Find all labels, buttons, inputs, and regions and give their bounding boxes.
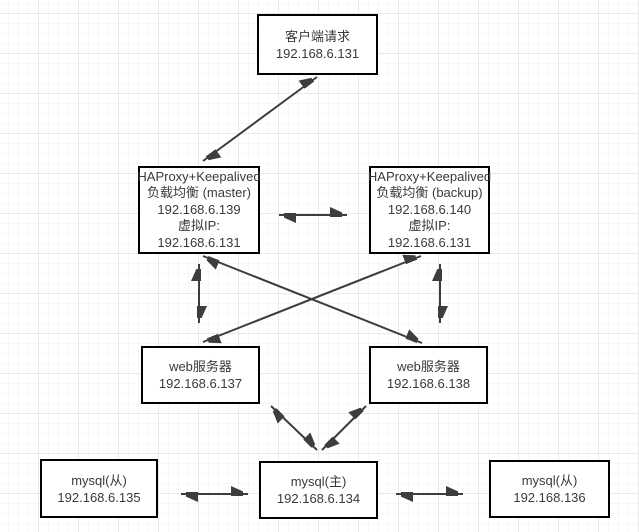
node-haproxy-backup-title: HAProxy+Keepalived (367, 168, 492, 184)
edge-haproxy-backup-web-server-1 (202, 256, 422, 342)
node-web-server-1-ip: 192.168.6.137 (158, 376, 243, 391)
edge-web-server-1-mysql-master (271, 405, 317, 451)
node-mysql-master: mysql(主) 192.168.6.134 (259, 461, 378, 519)
node-haproxy-backup-ip: 192.168.6.140 (387, 201, 472, 217)
node-haproxy-master-vip-label: 虚拟IP: (178, 218, 220, 234)
node-web-server-1: web服务器 192.168.6.137 (141, 346, 260, 404)
node-haproxy-master-role: 负载均衡 (master) (146, 185, 251, 201)
node-haproxy-master-title: HAProxy+Keepalived (137, 168, 261, 184)
node-haproxy-backup-vip: 192.168.6.131 (387, 234, 472, 250)
node-haproxy-master: HAProxy+Keepalived 负载均衡 (master) 192.168… (137, 166, 261, 254)
node-web-server-2-label: web服务器 (397, 359, 460, 374)
node-haproxy-backup-role: 负载均衡 (backup) (376, 185, 483, 201)
node-mysql-slave-2: mysql(从) 192.168.136 (489, 460, 610, 518)
node-haproxy-backup: HAProxy+Keepalived 负载均衡 (backup) 192.168… (367, 166, 492, 254)
node-haproxy-master-vip: 192.168.6.131 (157, 234, 241, 250)
edge-web-server-2-mysql-master (321, 405, 367, 451)
node-web-server-2-ip: 192.168.6.138 (386, 376, 471, 391)
node-client-ip: 192.168.6.131 (275, 45, 360, 61)
node-client: 客户端请求 192.168.6.131 (257, 14, 378, 75)
node-mysql-slave-2-ip: 192.168.136 (513, 490, 586, 505)
node-web-server-2: web服务器 192.168.6.138 (369, 346, 488, 404)
node-mysql-slave-1-ip: 192.168.6.135 (57, 489, 141, 505)
node-web-server-1-label: web服务器 (169, 359, 232, 374)
node-mysql-slave-2-label: mysql(从) (521, 473, 578, 488)
node-mysql-slave-1-label: mysql(从) (71, 472, 127, 488)
node-haproxy-master-ip: 192.168.6.139 (157, 201, 241, 217)
node-mysql-slave-1: mysql(从) 192.168.6.135 (40, 459, 158, 518)
node-client-label: 客户端请求 (284, 28, 350, 44)
node-haproxy-backup-vip-label: 虚拟IP: (408, 218, 451, 234)
edge-client-haproxy-master (202, 76, 318, 162)
node-mysql-master-label: mysql(主) (290, 474, 347, 489)
node-mysql-master-ip: 192.168.6.134 (276, 491, 361, 506)
